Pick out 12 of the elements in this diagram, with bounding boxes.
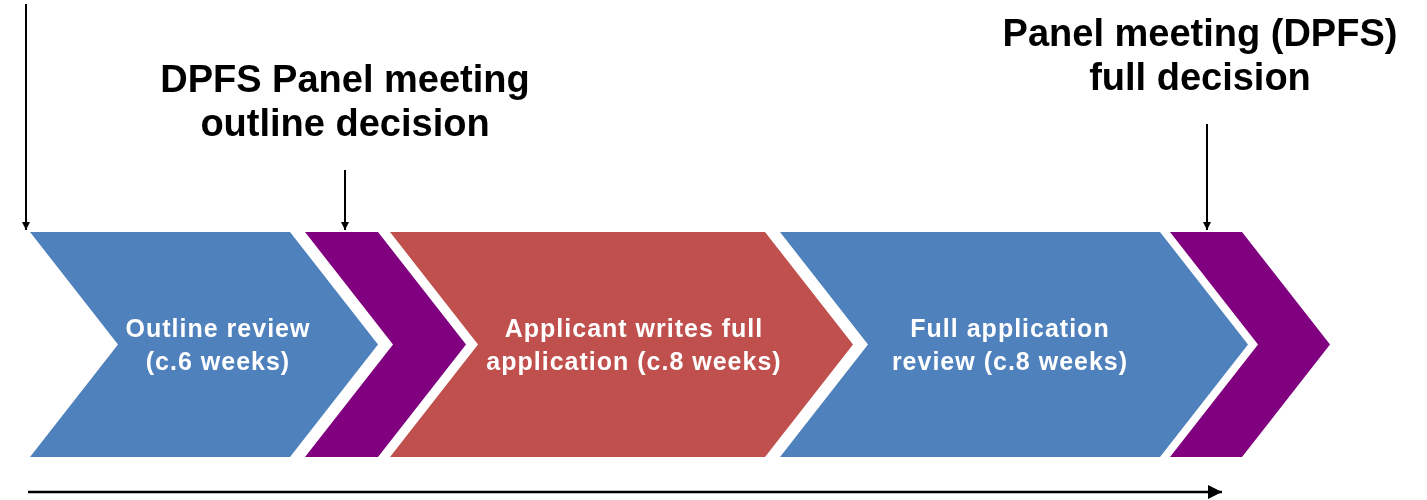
chevron-shape [780, 232, 1250, 457]
milestone-heading: Panel meeting (DPFS) full decision [1001, 12, 1399, 100]
step-label: Outline review (c.6 weeks) [124, 313, 312, 377]
milestone-heading: DPFS Panel meeting outline decision [159, 58, 531, 146]
chevron-shape [1170, 232, 1332, 457]
arrow [1203, 123, 1211, 231]
arrow [341, 169, 349, 231]
step-label: Applicant writes full application (c.8 weeks) [485, 313, 783, 377]
step-label: Full application review (c.8 weeks) [890, 313, 1130, 377]
arrow [22, 3, 30, 231]
chevron-shape [390, 232, 855, 457]
chevron-shape [30, 232, 380, 457]
